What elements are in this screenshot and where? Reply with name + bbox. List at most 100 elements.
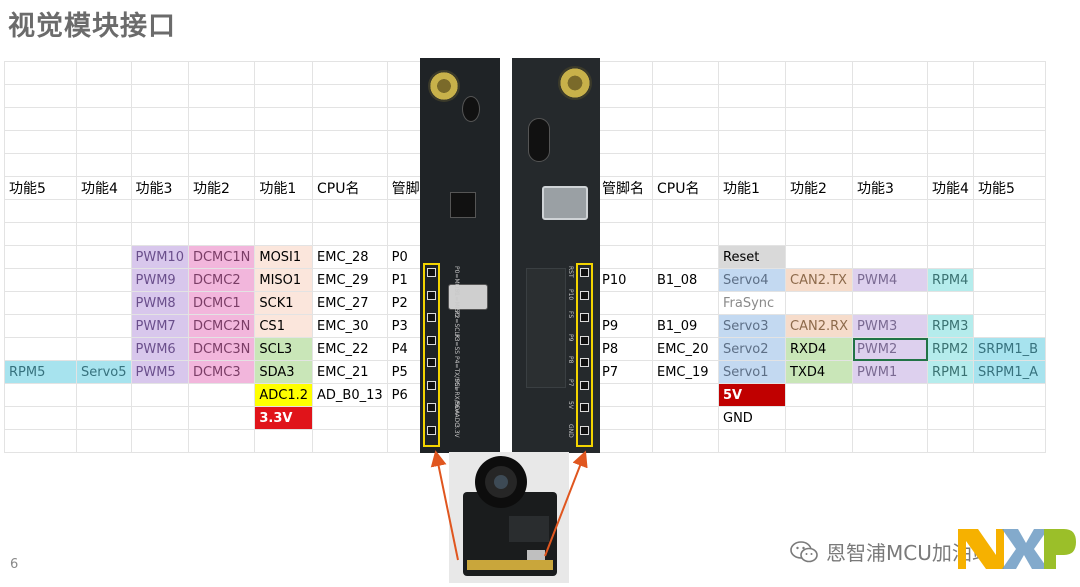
empty-cell <box>852 84 929 108</box>
empty-cell <box>312 222 388 246</box>
empty-cell <box>973 222 1047 246</box>
header-pin <box>580 313 589 322</box>
empty-cell <box>784 107 854 131</box>
nxp-logo <box>956 525 1078 573</box>
table-cell: DCMC1N <box>187 245 256 269</box>
column-header: 功能1 <box>254 176 314 200</box>
header-pin <box>427 268 436 277</box>
empty-cell <box>927 429 975 453</box>
usb-connector <box>542 186 588 220</box>
table-cell: MISO1 <box>254 268 314 292</box>
table-cell <box>973 291 1047 315</box>
table-cell: FraSync <box>718 291 786 315</box>
header-pin <box>427 380 436 390</box>
table-cell: Servo5 <box>76 360 132 384</box>
empty-cell <box>130 130 189 154</box>
empty-cell <box>312 61 388 85</box>
column-header: 功能5 <box>4 176 77 200</box>
wechat-icon <box>790 540 818 563</box>
empty-cell <box>187 153 256 177</box>
table-cell: SCK1 <box>254 291 314 315</box>
table-cell: CAN2.RX <box>784 314 854 338</box>
table-cell: DCMC2N <box>187 314 256 338</box>
table-cell: SRPM1_A <box>973 360 1047 384</box>
empty-cell <box>784 61 854 85</box>
column-header: 功能3 <box>130 176 189 200</box>
table-cell <box>973 245 1047 269</box>
header-pin <box>427 313 436 322</box>
header-pin <box>580 425 589 435</box>
empty-cell <box>4 429 77 453</box>
table-cell <box>4 383 77 407</box>
empty-cell <box>130 84 189 108</box>
empty-cell <box>76 222 132 246</box>
column-header: 功能1 <box>718 176 786 200</box>
empty-cell <box>312 107 388 131</box>
empty-cell <box>312 153 388 177</box>
button-sw2 <box>448 284 488 310</box>
empty-cell <box>597 61 653 85</box>
header-pin <box>427 358 436 367</box>
arrow-left <box>430 450 459 561</box>
empty-cell <box>718 61 786 85</box>
ic-chip <box>450 192 476 218</box>
column-header: 功能2 <box>784 176 854 200</box>
empty-cell <box>4 153 77 177</box>
empty-cell <box>973 429 1047 453</box>
table-cell <box>927 291 975 315</box>
header-pin <box>580 290 589 300</box>
arrow-right <box>544 450 588 557</box>
table-cell: EMC_30 <box>312 314 388 338</box>
empty-cell <box>597 222 653 246</box>
component <box>462 96 480 122</box>
empty-cell <box>852 107 929 131</box>
empty-cell <box>187 107 256 131</box>
column-header: 功能5 <box>973 176 1047 200</box>
empty-cell <box>187 84 256 108</box>
empty-cell <box>187 199 256 223</box>
table-cell: EMC_27 <box>312 291 388 315</box>
empty-cell <box>312 84 388 108</box>
mounting-hole <box>558 66 592 100</box>
table-cell: EMC_20 <box>652 337 719 361</box>
table-cell: ADC1.2 <box>254 383 314 407</box>
page-title: 视觉模块接口 <box>8 11 176 42</box>
header-pin <box>427 290 436 300</box>
header-pin <box>580 335 589 345</box>
table-cell <box>130 383 189 407</box>
table-cell <box>4 291 77 315</box>
empty-cell <box>852 130 929 154</box>
empty-cell <box>130 222 189 246</box>
table-cell: DCMC1 <box>187 291 256 315</box>
empty-cell <box>187 429 256 453</box>
empty-cell <box>718 429 786 453</box>
empty-cell <box>76 84 132 108</box>
table-cell: PWM6 <box>130 337 189 361</box>
table-cell <box>130 406 189 430</box>
empty-cell <box>130 429 189 453</box>
table-cell: Reset <box>718 245 786 269</box>
table-cell: Servo3 <box>718 314 786 338</box>
camera-module-photo <box>449 452 569 583</box>
table-cell: CAN2.TX <box>784 268 854 292</box>
table-cell <box>76 245 132 269</box>
header-pin <box>427 403 436 412</box>
table-cell: P10 <box>597 268 653 292</box>
table-cell: DCMC3N <box>187 337 256 361</box>
table-cell: RPM2 <box>927 337 975 361</box>
table-cell: Servo4 <box>718 268 786 292</box>
table-cell: DCMC3 <box>187 360 256 384</box>
left-header-highlight <box>423 263 440 447</box>
header-pin <box>580 403 589 412</box>
header-pin <box>580 380 589 390</box>
empty-cell <box>4 61 77 85</box>
empty-cell <box>4 107 77 131</box>
table-cell <box>784 406 854 430</box>
table-cell <box>852 291 929 315</box>
empty-cell <box>652 429 719 453</box>
table-cell: RPM5 <box>4 360 77 384</box>
empty-cell <box>254 429 314 453</box>
